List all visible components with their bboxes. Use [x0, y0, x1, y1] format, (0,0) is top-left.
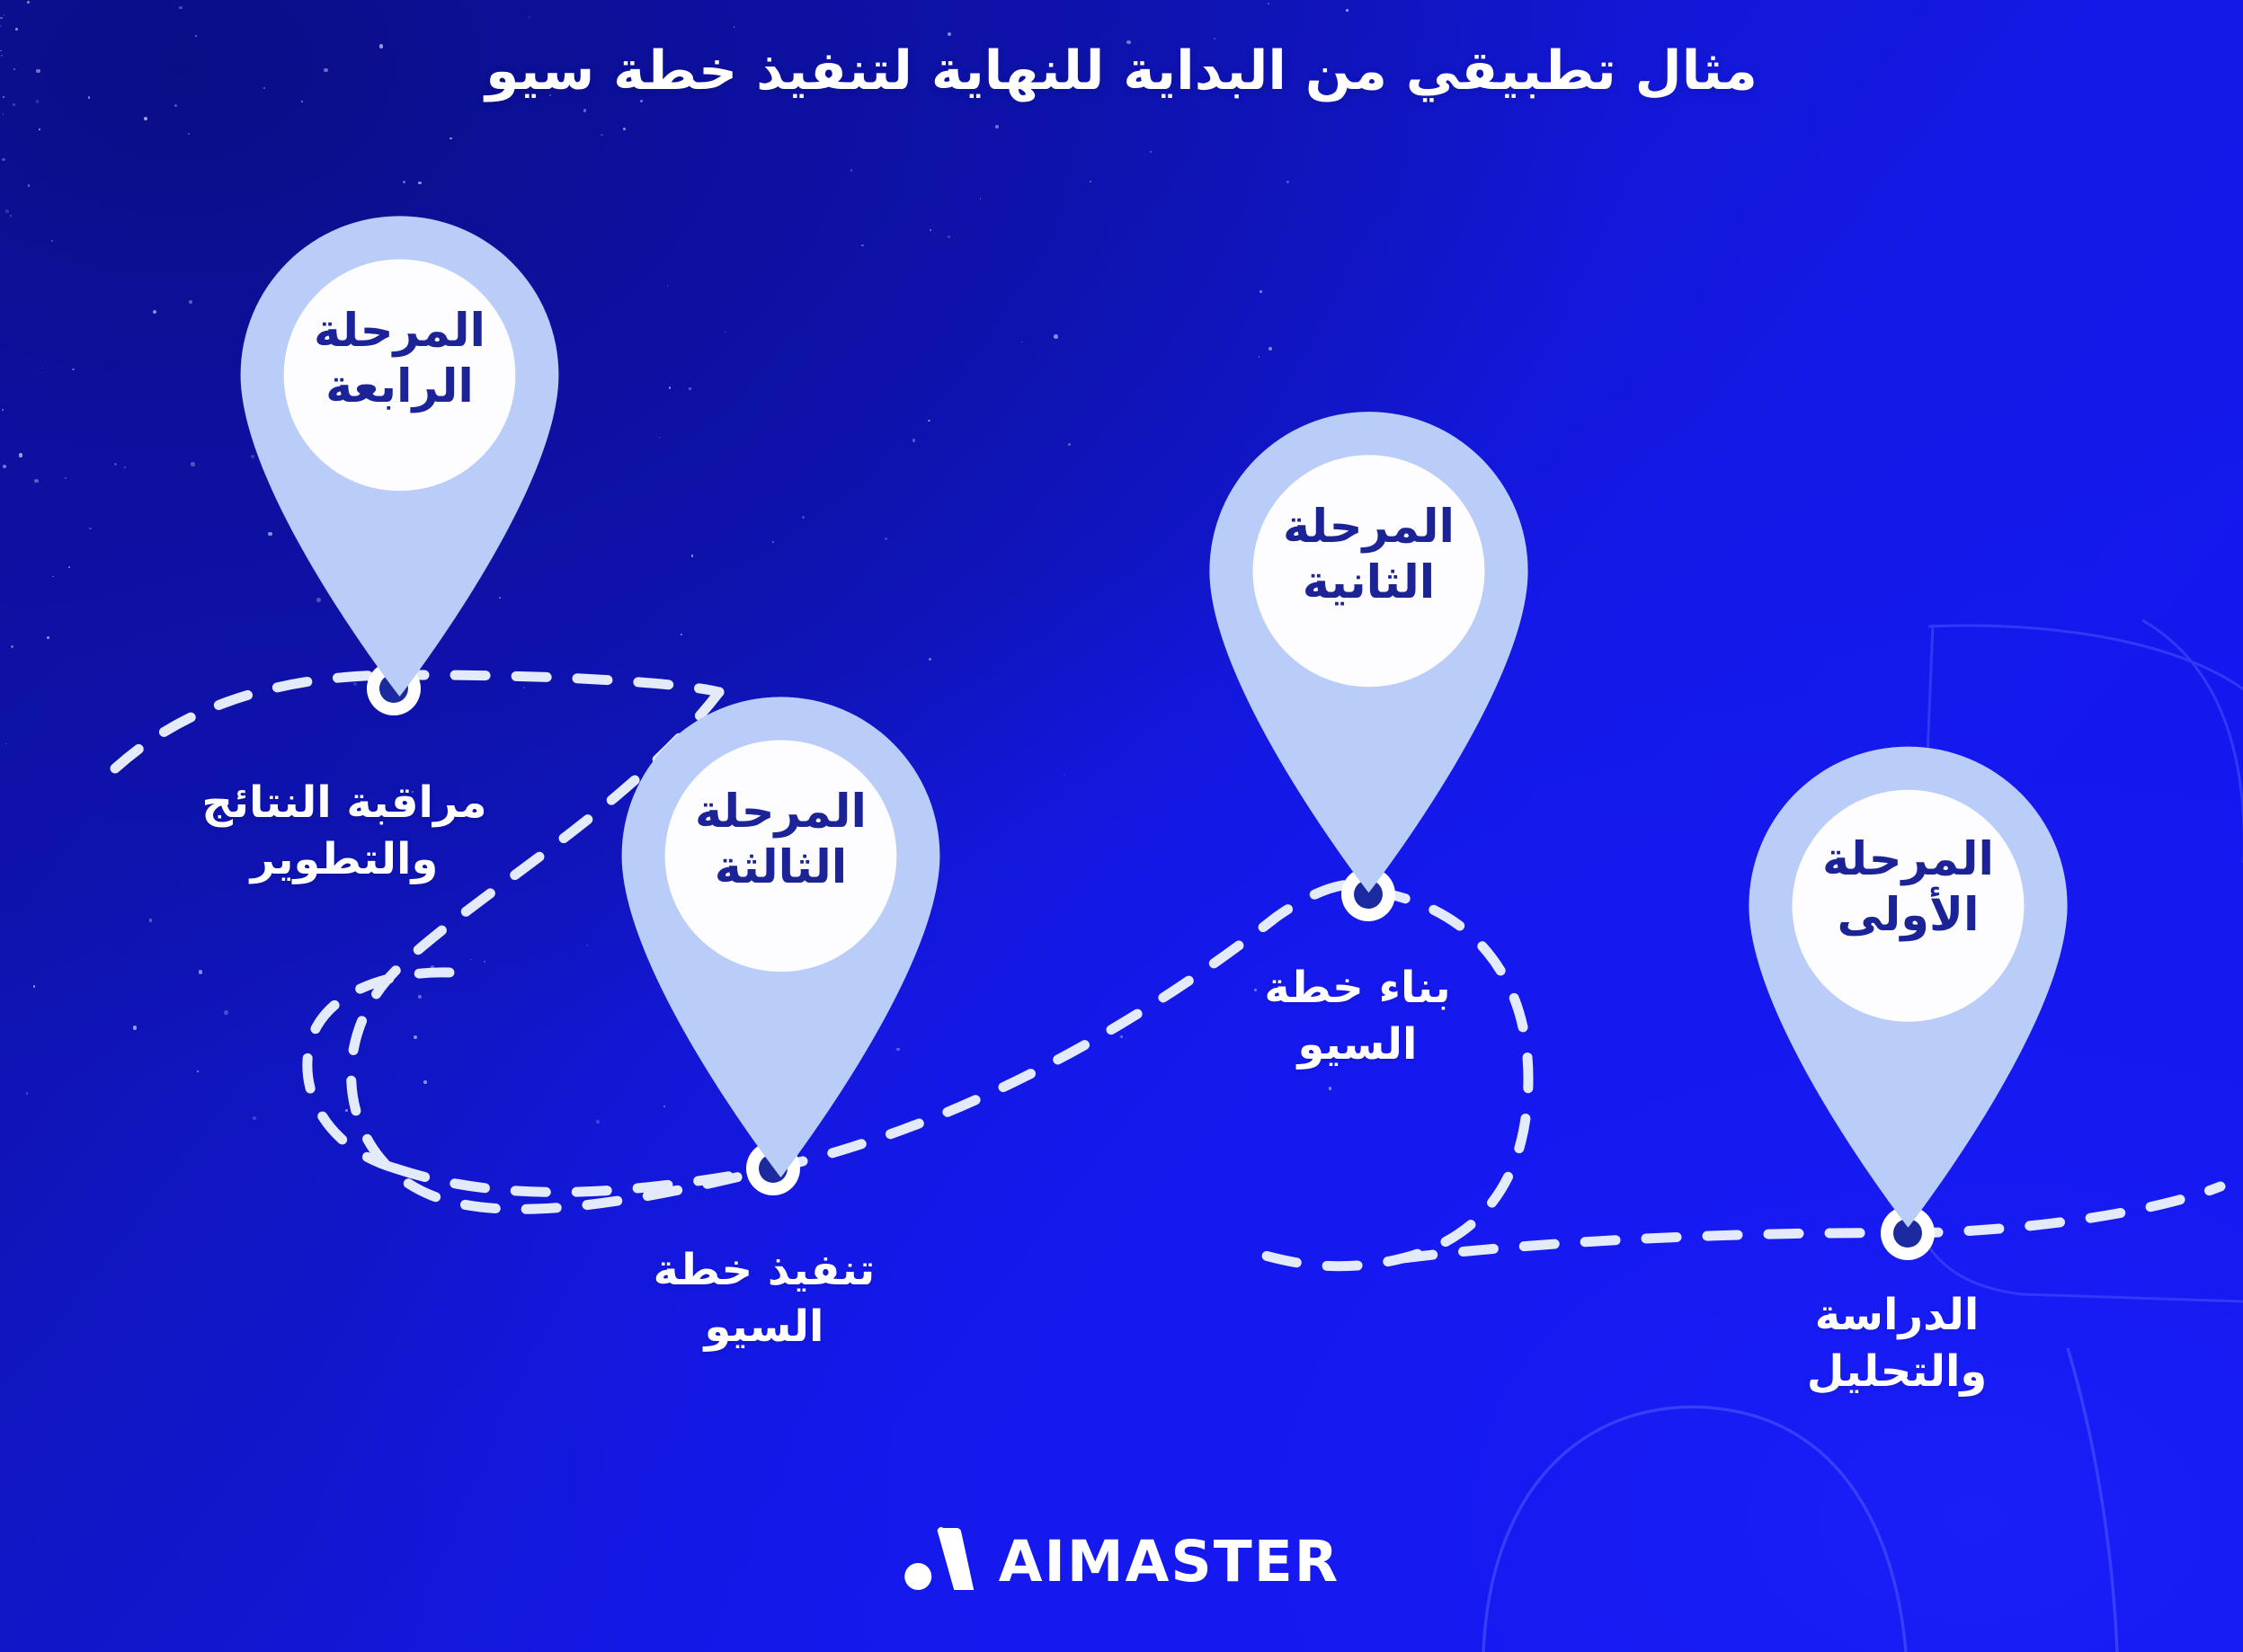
pin-shape	[1749, 746, 2068, 1228]
pin-shape	[1209, 412, 1528, 893]
page-title: مثال تطبيقي من البداية للنهاية لتنفيذ خط…	[485, 40, 1758, 102]
caption-phase-one: الدراسة والتحليل	[1806, 1290, 1988, 1398]
pin-phase-three[interactable]: المرحلة الثالثة	[608, 683, 954, 1177]
pin-phase-one[interactable]: المرحلة الأولى	[1735, 726, 2081, 1234]
aimaster-mark-icon	[903, 1527, 974, 1590]
caption-phase-three: تنفيذ خطة السيو	[653, 1245, 876, 1353]
aimaster-wordmark: AIMASTER	[998, 1528, 1340, 1594]
pin-shape	[621, 697, 940, 1177]
pin-shape	[240, 216, 559, 697]
path-dashed-segment-f	[1253, 886, 1534, 1272]
pin-phase-two[interactable]: المرحلة الثانية	[1196, 394, 1542, 897]
path-dashed-segment-g	[1397, 1228, 1913, 1264]
caption-phase-four: مراقبة النتائج والتطوير	[201, 777, 487, 885]
path-dashed-loop-tail	[302, 967, 455, 1174]
brand-logo[interactable]: AIMASTER	[903, 1526, 1340, 1596]
pin-phase-four[interactable]: المرحلة الرابعة	[227, 202, 573, 697]
caption-phase-two: بناء خطة السيو	[1264, 963, 1451, 1070]
